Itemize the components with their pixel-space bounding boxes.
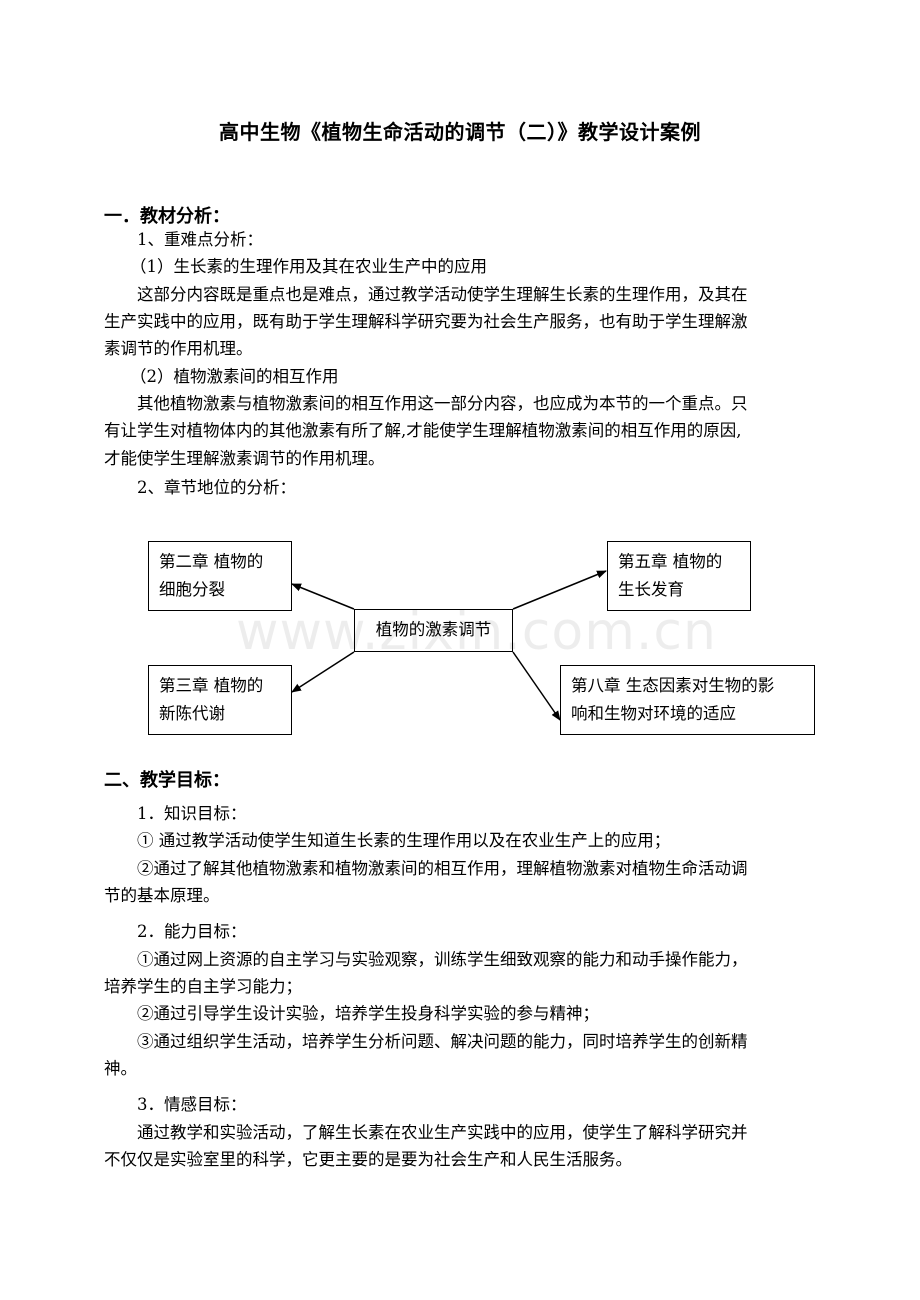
goal-line: ① 通过教学活动使学生知道生长素的生理作用以及在农业生产上的应用；	[137, 831, 671, 850]
goal-line: 不仅仅是实验室里的科学，它更主要的是要为社会生产和人民生活服务。	[104, 1150, 632, 1169]
emotion-goal-title: 3．情感目标：	[137, 1095, 247, 1114]
box-chapter3: 第三章 植物的 新陈代谢	[148, 665, 292, 735]
arrow-to-chapter8	[512, 651, 561, 721]
document-title: 高中生物《植物生命活动的调节（二）》教学设计案例	[219, 120, 701, 144]
paragraph-line: 才能使学生理解激素调节的作用机理。	[104, 449, 385, 468]
arrow-to-chapter3	[291, 651, 355, 693]
goal-line: ②通过引导学生设计实验，培养学生投身科学实验的参与精神；	[137, 1004, 599, 1023]
arrow-to-chapter5	[512, 570, 607, 610]
box-line: 第五章 植物的	[618, 552, 723, 571]
box-line: 第八章 生态因素对生物的影	[571, 676, 775, 695]
center-topic-label: 植物的激素调节	[375, 620, 492, 639]
goal-line: 节的基本原理。	[104, 886, 220, 905]
goal-line: 培养学生的自主学习能力；	[104, 977, 302, 996]
point-2: （2）植物激素间的相互作用	[130, 367, 339, 386]
goal-line: ③通过组织学生活动，培养学生分析问题、解决问题的能力，同时培养学生的创新精	[137, 1032, 748, 1051]
paragraph-line: 其他植物激素与植物激素间的相互作用这一部分内容，也应成为本节的一个重点。只	[137, 394, 748, 413]
goal-line: ②通过了解其他植物激素和植物激素间的相互作用，理解植物激素对植物生命活动调	[137, 859, 748, 878]
paragraph-line: 生产实践中的应用，既有助于学生理解科学研究要为社会生产服务，也有助于学生理解激	[104, 312, 748, 331]
knowledge-goal-title: 1．知识目标：	[137, 804, 247, 823]
watermark: www.zixin.com.cn	[236, 602, 717, 662]
subheading-key-points: 1、重难点分析：	[137, 230, 263, 249]
subheading-chapter-position: 2、章节地位的分析：	[137, 478, 296, 497]
box-chapter8: 第八章 生态因素对生物的影 响和生物对环境的适应	[560, 665, 815, 735]
box-line: 细胞分裂	[159, 580, 225, 599]
paragraph-line: 有让学生对植物体内的其他激素有所了解,才能使学生理解植物激素间的相互作用的原因,	[104, 421, 742, 440]
arrow-to-chapter2	[291, 583, 355, 610]
point-1: （1）生长素的生理作用及其在农业生产中的应用	[130, 257, 487, 276]
goal-line: ①通过网上资源的自主学习与实验观察，训练学生细致观察的能力和动手操作能力，	[137, 950, 748, 969]
box-line: 新陈代谢	[159, 704, 225, 723]
goal-line: 神。	[104, 1059, 137, 1078]
paragraph-line: 素调节的作用机理。	[104, 339, 253, 358]
section1-heading: 一．教材分析：	[104, 206, 230, 227]
box-line: 第三章 植物的	[159, 676, 264, 695]
goal-line: 通过教学和实验活动，了解生长素在农业生产实践中的应用，使学生了解科学研究并	[137, 1123, 748, 1142]
box-chapter2: 第二章 植物的 细胞分裂	[148, 541, 292, 611]
paragraph-line: 这部分内容既是重点也是难点，通过教学活动使学生理解生长素的生理作用，及其在	[137, 285, 748, 304]
box-center-topic: 植物的激素调节	[354, 609, 513, 652]
box-chapter5: 第五章 植物的 生长发育	[607, 541, 751, 611]
box-line: 第二章 植物的	[159, 552, 264, 571]
box-line: 生长发育	[618, 580, 684, 599]
ability-goal-title: 2．能力目标：	[137, 922, 247, 941]
section2-heading: 二、教学目标：	[104, 770, 230, 791]
box-line: 响和生物对环境的适应	[571, 704, 736, 723]
